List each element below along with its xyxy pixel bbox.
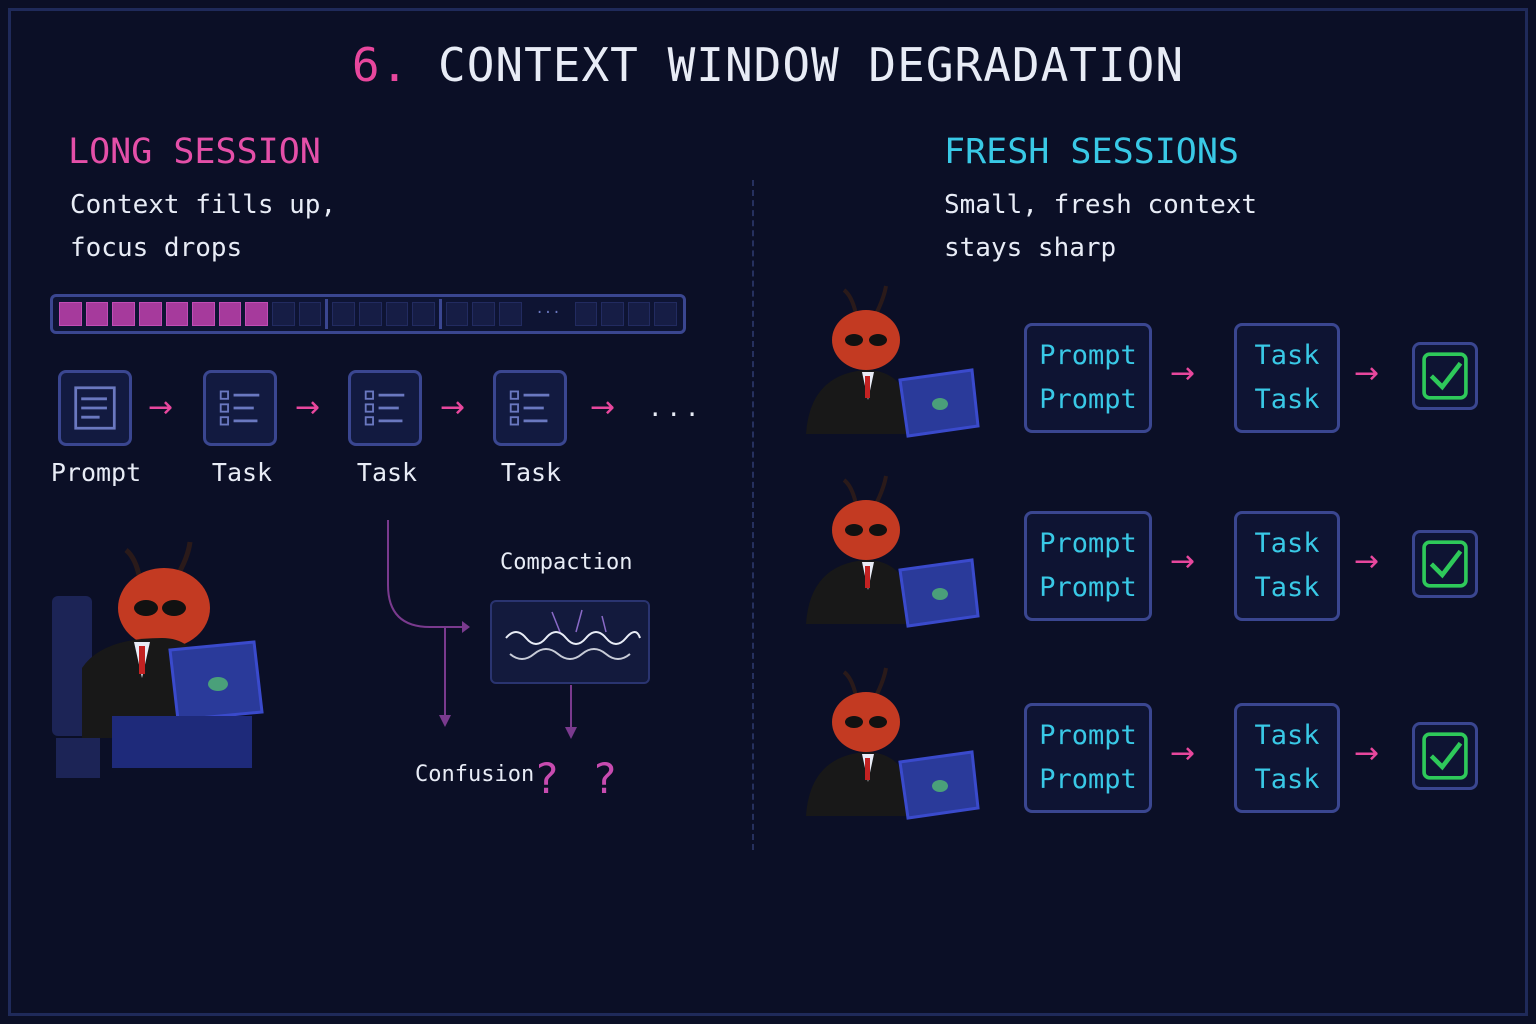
prompt-card-line1: Prompt bbox=[1039, 720, 1137, 751]
context-bar-segment-empty bbox=[272, 302, 295, 326]
checkmark-icon bbox=[1412, 342, 1478, 410]
page-title: 6. CONTEXT WINDOW DEGRADATION bbox=[0, 38, 1536, 92]
checklist-icon bbox=[203, 370, 277, 446]
arrow-right-icon: → bbox=[1170, 736, 1196, 771]
section-divider bbox=[752, 180, 754, 850]
task-card: Task Task bbox=[1234, 703, 1340, 813]
context-bar-segment-filled bbox=[112, 302, 135, 326]
prompt-card-line2: Prompt bbox=[1039, 572, 1137, 603]
context-bar-separator bbox=[325, 299, 329, 329]
context-bar-segment-filled bbox=[85, 302, 109, 326]
compaction-label: Compaction bbox=[500, 550, 633, 575]
context-bar-segment-empty bbox=[445, 302, 469, 326]
context-bar-segment-empty bbox=[498, 302, 522, 326]
ant-at-laptop-illustration bbox=[806, 667, 980, 820]
fresh-sessions-subtitle: Small, fresh context stays sharp bbox=[944, 184, 1257, 270]
context-bar-segment-empty bbox=[385, 302, 409, 326]
task-card-line2: Task bbox=[1254, 572, 1320, 603]
checklist-icon bbox=[493, 370, 567, 446]
flow-label-task: Task bbox=[500, 458, 562, 487]
ant-at-laptop-illustration bbox=[806, 285, 980, 438]
outer-frame bbox=[8, 8, 1528, 1016]
task-card: Task Task bbox=[1234, 511, 1340, 621]
context-bar-segment-empty bbox=[358, 302, 382, 326]
fresh-sessions-subtitle-line2: stays sharp bbox=[944, 233, 1117, 263]
checklist-icon bbox=[348, 370, 422, 446]
context-bar-segment-empty bbox=[298, 302, 322, 326]
flow-label-task: Task bbox=[211, 458, 273, 487]
context-bar-segment-filled bbox=[59, 302, 82, 326]
context-bar-segment-filled bbox=[165, 302, 189, 326]
task-card-line1: Task bbox=[1254, 720, 1320, 751]
flow-ellipsis: ... bbox=[648, 394, 704, 422]
context-bar-separator bbox=[438, 299, 442, 329]
context-bar-segment-empty bbox=[627, 302, 651, 326]
context-bar: ··· bbox=[50, 294, 686, 334]
prompt-card: Prompt Prompt bbox=[1024, 323, 1152, 433]
arrow-right-icon: → bbox=[1354, 356, 1380, 391]
arrow-right-icon: → bbox=[1170, 356, 1196, 391]
prompt-card-line2: Prompt bbox=[1039, 764, 1137, 795]
arrow-right-icon: → bbox=[1354, 736, 1380, 771]
arrow-right-icon: → bbox=[1170, 544, 1196, 579]
task-card-line1: Task bbox=[1254, 528, 1320, 559]
long-session-subtitle-line2: focus drops bbox=[70, 233, 243, 263]
context-bar-segment-filled bbox=[192, 302, 215, 326]
ant-at-desk-illustration bbox=[52, 541, 264, 778]
context-bar-segment-empty bbox=[574, 302, 598, 326]
task-card-line1: Task bbox=[1254, 340, 1320, 371]
arrow-right-icon: → bbox=[590, 390, 616, 425]
task-card-line2: Task bbox=[1254, 384, 1320, 415]
task-card: Task Task bbox=[1234, 323, 1340, 433]
context-bar-segment-filled bbox=[218, 302, 242, 326]
flow-label-task: Task bbox=[356, 458, 418, 487]
question-mark-icon: ? bbox=[592, 754, 618, 803]
prompt-card: Prompt Prompt bbox=[1024, 703, 1152, 813]
fresh-sessions-heading: FRESH SESSIONS bbox=[944, 132, 1240, 172]
long-session-heading: LONG SESSION bbox=[68, 132, 321, 172]
prompt-card-line1: Prompt bbox=[1039, 528, 1137, 559]
context-bar-segment-empty bbox=[654, 302, 678, 326]
context-bar-segment-filled bbox=[245, 302, 269, 326]
document-icon bbox=[58, 370, 132, 446]
context-bar-segment-empty bbox=[601, 302, 624, 326]
question-mark-icon: ? bbox=[534, 754, 560, 803]
arrow-right-icon: → bbox=[295, 390, 321, 425]
long-session-subtitle: Context fills up, focus drops bbox=[70, 184, 336, 270]
context-bar-segment-empty bbox=[332, 302, 355, 326]
flow-label-prompt: Prompt bbox=[50, 458, 142, 487]
confusion-label: Confusion bbox=[415, 762, 535, 787]
title-text: CONTEXT WINDOW DEGRADATION bbox=[438, 38, 1185, 92]
context-bar-segment-empty bbox=[472, 302, 495, 326]
arrow-right-icon: → bbox=[440, 390, 466, 425]
context-bar-segment-empty bbox=[412, 302, 435, 326]
arrow-right-icon: → bbox=[148, 390, 174, 425]
checkmark-icon bbox=[1412, 722, 1478, 790]
fresh-sessions-subtitle-line1: Small, fresh context bbox=[944, 190, 1258, 220]
arrow-right-icon: → bbox=[1354, 544, 1380, 579]
prompt-card-line2: Prompt bbox=[1039, 384, 1137, 415]
context-bar-segment-filled bbox=[138, 302, 162, 326]
long-session-subtitle-line1: Context fills up, bbox=[70, 190, 337, 220]
branch-arrows bbox=[387, 520, 577, 739]
prompt-card-line1: Prompt bbox=[1039, 340, 1137, 371]
checkmark-icon bbox=[1412, 530, 1478, 598]
ant-at-laptop-illustration bbox=[806, 475, 980, 628]
title-number: 6. bbox=[351, 38, 410, 92]
compaction-scribble bbox=[490, 600, 650, 684]
context-bar-dots: ··· bbox=[535, 305, 561, 321]
prompt-card: Prompt Prompt bbox=[1024, 511, 1152, 621]
task-card-line2: Task bbox=[1254, 764, 1320, 795]
